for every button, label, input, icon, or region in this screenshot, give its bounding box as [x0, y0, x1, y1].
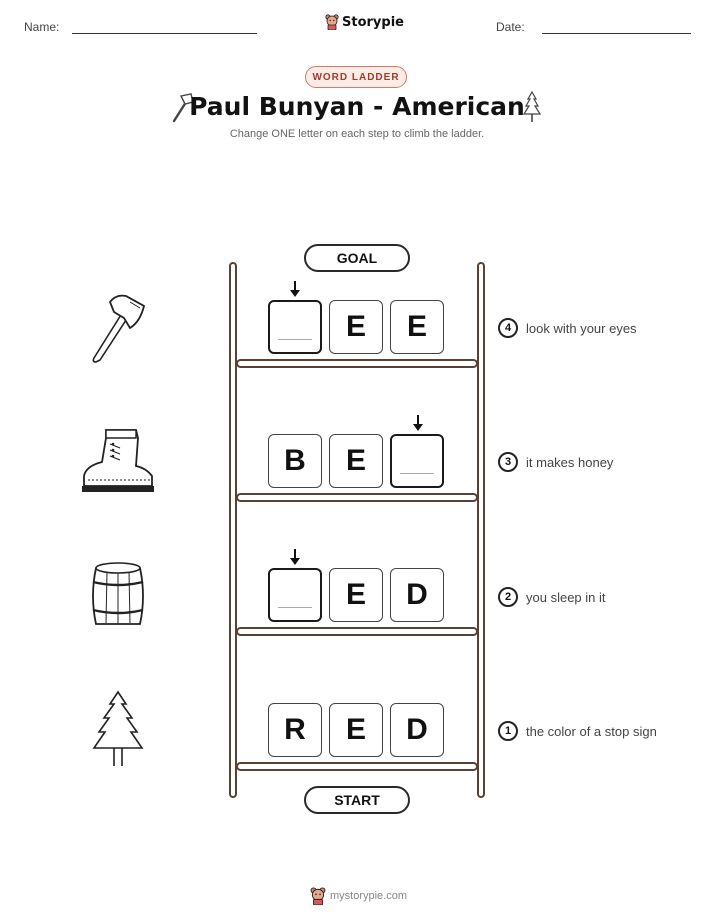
- ladder-rung: [236, 493, 478, 502]
- goal-label: GOAL: [304, 244, 410, 272]
- name-label: Name:: [24, 20, 60, 34]
- step-number: 3: [498, 452, 518, 472]
- letter-tile: D: [390, 703, 444, 757]
- brand-name: Storypie: [342, 14, 404, 30]
- clue-text: you sleep in it: [526, 589, 606, 605]
- clue-1: 1 the color of a stop sign: [498, 720, 657, 742]
- pine-tree-icon: [92, 690, 144, 766]
- page-title: Paul Bunyan - American: [189, 92, 525, 121]
- letter-tile-blank[interactable]: [268, 300, 322, 354]
- arrow-down-icon: [290, 281, 300, 297]
- letter-tile: E: [329, 703, 383, 757]
- letter-tile-blank[interactable]: [268, 568, 322, 622]
- boot-icon: [82, 429, 154, 492]
- ladder-right-rail: [477, 262, 485, 798]
- letter-tile: E: [329, 434, 383, 488]
- clue-text: it makes honey: [526, 454, 614, 470]
- bear-mascot-icon: [325, 14, 339, 30]
- date-label: Date:: [496, 20, 525, 34]
- storypie-logo: Storypie: [325, 14, 404, 30]
- clue-text: look with your eyes: [526, 320, 637, 336]
- bear-mascot-icon: [310, 887, 326, 905]
- ladder-left-rail: [229, 262, 237, 798]
- site-url[interactable]: mystorypie.com: [330, 890, 408, 902]
- arrow-down-icon: [413, 415, 423, 431]
- pine-tree-icon: [522, 90, 542, 122]
- word-ladder-badge: WORD LADDER: [305, 66, 407, 88]
- name-field[interactable]: [72, 33, 257, 34]
- letter-tile-blank[interactable]: [390, 434, 444, 488]
- step-number: 4: [498, 318, 518, 338]
- clue-2: 2 you sleep in it: [498, 586, 606, 608]
- ladder-rung: [236, 627, 478, 636]
- date-field[interactable]: [542, 33, 691, 34]
- start-label: START: [304, 786, 410, 814]
- axe-icon: [92, 294, 146, 363]
- instructions: Change ONE letter on each step to climb …: [229, 128, 485, 140]
- letter-tile: E: [329, 568, 383, 622]
- letter-tile: E: [390, 300, 444, 354]
- letter-tile: R: [268, 703, 322, 757]
- ladder-rung: [236, 762, 478, 771]
- arrow-down-icon: [290, 549, 300, 565]
- ladder-rung: [236, 359, 478, 368]
- letter-tile: D: [390, 568, 444, 622]
- clue-3: 3 it makes honey: [498, 451, 613, 473]
- barrel-icon: [92, 562, 144, 625]
- axe-icon: [172, 93, 194, 123]
- letter-tile: E: [329, 300, 383, 354]
- clue-text: the color of a stop sign: [526, 723, 657, 739]
- step-number: 2: [498, 587, 518, 607]
- footer: mystorypie.com: [310, 887, 407, 905]
- clue-4: 4 look with your eyes: [498, 317, 637, 339]
- step-number: 1: [498, 721, 518, 741]
- letter-tile: B: [268, 434, 322, 488]
